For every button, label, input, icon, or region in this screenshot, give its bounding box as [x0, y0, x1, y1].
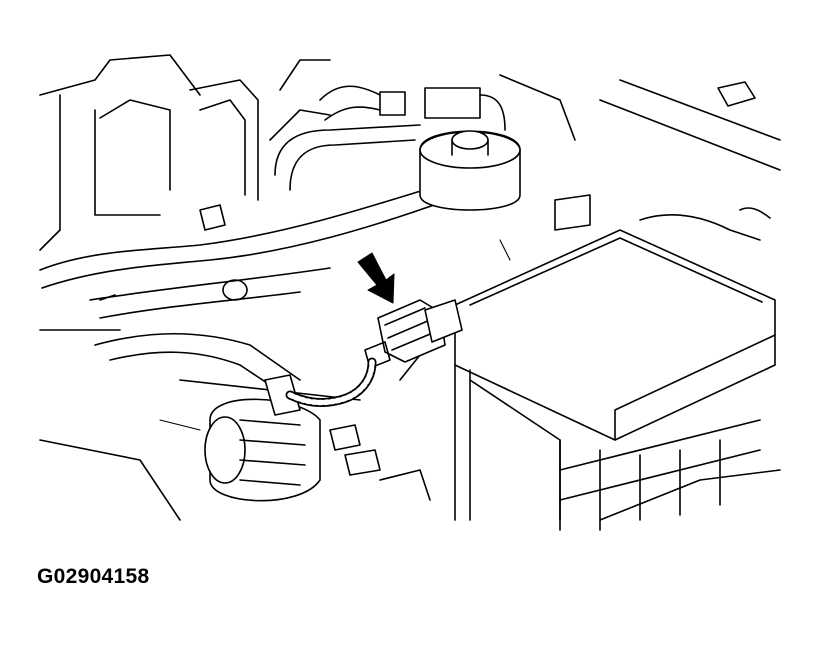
misc-details: [99, 204, 781, 521]
fuse-box: [454, 79, 781, 531]
arrow-down-right-icon: [357, 252, 395, 304]
lower-canister: [204, 374, 381, 502]
engine-compartment-illustration: [39, 54, 781, 531]
sensor-connector: [364, 299, 463, 369]
figure-code: G02904158: [37, 565, 150, 588]
hoses: [39, 124, 449, 401]
wire-harness: [285, 357, 377, 407]
engine-block-left: [39, 54, 331, 521]
reservoir: [319, 74, 576, 211]
